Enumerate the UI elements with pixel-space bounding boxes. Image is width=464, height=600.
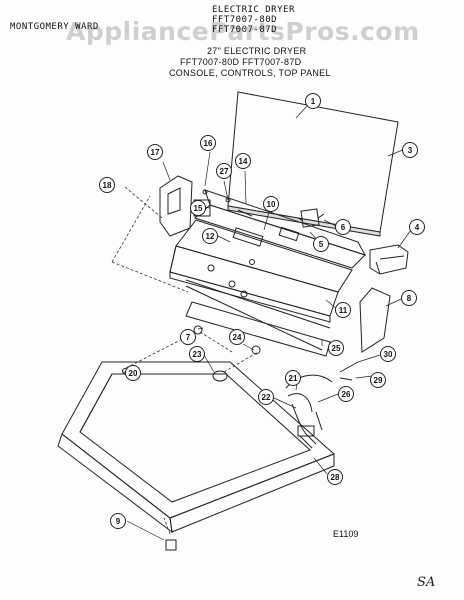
callout-number: 16 (204, 139, 213, 148)
callout-28: 28 (327, 469, 343, 485)
callout-17: 17 (147, 144, 163, 160)
handwritten-note: SA (417, 575, 436, 590)
header-brand: MONTGOMERY WARD (10, 22, 99, 32)
knob (212, 370, 228, 382)
callout-8: 8 (401, 290, 417, 306)
callout-number: 8 (407, 294, 412, 303)
callout-number: 11 (339, 306, 348, 315)
callout-23: 23 (189, 346, 205, 362)
callout-3: 3 (402, 142, 418, 158)
subtitle-line1: 27" ELECTRIC DRYER (207, 46, 307, 56)
callout-number: 20 (129, 369, 138, 378)
callout-number: 10 (267, 200, 276, 209)
wire-harness (285, 374, 333, 449)
callout-1: 1 (305, 93, 321, 109)
callout-number: 24 (233, 333, 242, 342)
callout-number: 21 (289, 374, 298, 383)
callout-number: 25 (332, 344, 341, 353)
callout-number: 28 (331, 473, 340, 482)
callout-number: 5 (319, 240, 324, 249)
callout-number: 29 (374, 376, 383, 385)
callout-22: 22 (258, 389, 274, 405)
callout-14: 14 (235, 153, 251, 169)
callout-number: 6 (341, 223, 346, 232)
callout-6: 6 (335, 219, 351, 235)
callout-24: 24 (229, 329, 245, 345)
watermark: AppliancePartsPros.com (66, 17, 420, 46)
callout-number: 15 (194, 204, 203, 213)
callout-15: 15 (190, 200, 206, 216)
left-end-cap (159, 175, 193, 237)
callout-16: 16 (200, 135, 216, 151)
callout-30: 30 (380, 346, 396, 362)
callout-29: 29 (370, 372, 386, 388)
leveling-foot (165, 539, 177, 551)
callout-11: 11 (335, 302, 351, 318)
callout-21: 21 (285, 370, 301, 386)
header-title-line2: FFT7007-80D (212, 15, 278, 25)
header-title-line3: FFT7007-87D (212, 25, 278, 35)
subtitle-line2: FFT7007-80D FFT7007-87D (180, 57, 302, 67)
callout-number: 23 (193, 350, 202, 359)
timer-switch (300, 208, 320, 228)
callout-number: 4 (415, 223, 420, 232)
callout-number: 3 (408, 146, 413, 155)
callout-18: 18 (99, 177, 115, 193)
callout-7: 7 (180, 329, 196, 345)
callout-25: 25 (328, 340, 344, 356)
callout-number: 12 (206, 232, 215, 241)
console-trim (169, 245, 339, 317)
callout-number: 7 (186, 333, 191, 342)
callout-number: 1 (311, 97, 316, 106)
callout-20: 20 (125, 365, 141, 381)
header-title-line1: ELECTRIC DRYER (212, 5, 295, 15)
callout-12: 12 (202, 228, 218, 244)
callout-4: 4 (409, 219, 425, 235)
callout-27: 27 (216, 163, 232, 179)
callout-number: 27 (220, 167, 229, 176)
callout-number: 17 (151, 148, 160, 157)
callout-10: 10 (263, 196, 279, 212)
callout-number: 9 (116, 517, 121, 526)
callout-number: 14 (239, 157, 248, 166)
control-switch-block (369, 244, 409, 275)
callout-5: 5 (313, 236, 329, 252)
callout-number: 22 (262, 393, 271, 402)
callout-26: 26 (338, 386, 354, 402)
console-bottom-rail (169, 271, 331, 323)
callout-number: 18 (103, 181, 112, 190)
subtitle-line3: CONSOLE, CONTROLS, TOP PANEL (169, 68, 331, 78)
drawing-code: E1109 (333, 529, 359, 539)
callout-group: 1 3 4 5 6 7 8 9 10 11 12 14 15 16 17 18 20 21 22 23 24 25 26 27… (99, 93, 425, 529)
callout-9: 9 (110, 513, 126, 529)
console-end-strip (185, 301, 331, 357)
callout-number: 30 (384, 350, 393, 359)
console-end-cap (359, 287, 391, 353)
callout-number: 26 (342, 390, 351, 399)
